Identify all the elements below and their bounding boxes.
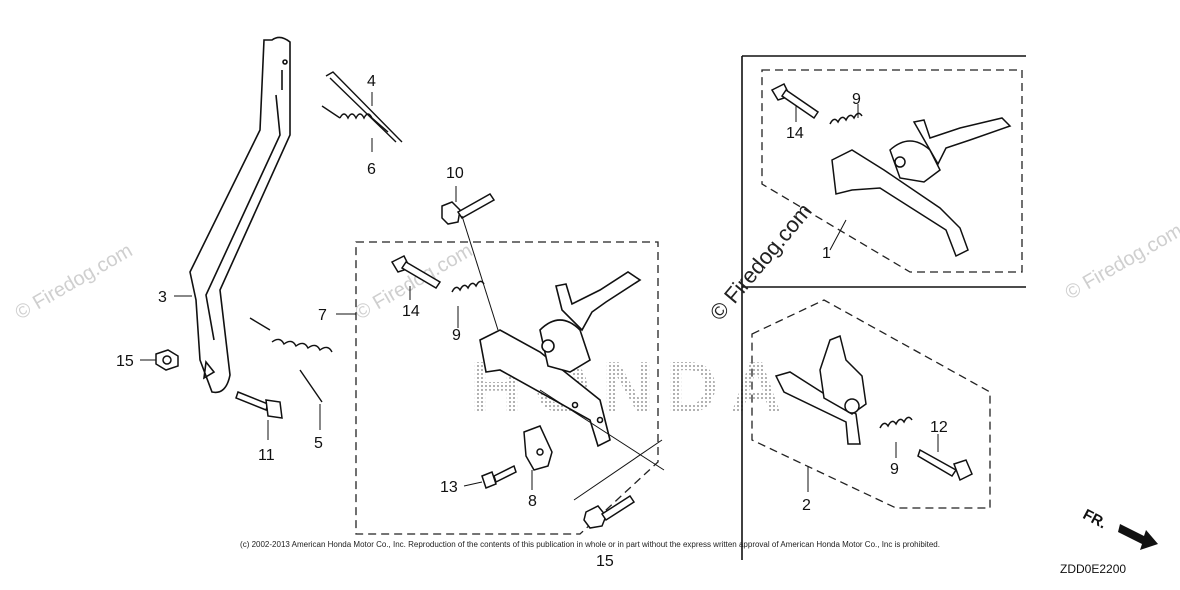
part-8-clip bbox=[523, 425, 553, 471]
diagram-code: ZDD0E2200 bbox=[1060, 562, 1127, 576]
callout-9-center: 9 bbox=[452, 327, 461, 344]
callout-10: 10 bbox=[446, 165, 464, 182]
part-9-spring-right bbox=[829, 112, 863, 125]
guide-line-bracket bbox=[539, 389, 665, 471]
callout-12: 12 bbox=[930, 419, 948, 436]
part-9-spring-lower bbox=[879, 416, 913, 429]
guide-line-bottom bbox=[573, 439, 663, 501]
callout-14-right: 14 bbox=[786, 125, 804, 142]
callout-15-bottom: 15 bbox=[596, 553, 614, 570]
part-11-bolt bbox=[235, 391, 283, 419]
watermark-right: © Firedog.com bbox=[1062, 220, 1180, 305]
callout-9-right: 9 bbox=[852, 91, 861, 108]
callout-13: 13 bbox=[440, 479, 458, 496]
part-6-spring bbox=[321, 105, 389, 133]
callout-9-lower: 9 bbox=[890, 461, 899, 478]
watermark-left: © Firedog.com bbox=[12, 240, 137, 325]
callout-3: 3 bbox=[158, 289, 167, 306]
callout-8: 8 bbox=[528, 493, 537, 510]
callout-7: 7 bbox=[318, 307, 327, 324]
callout-5: 5 bbox=[314, 435, 323, 452]
part-14-bolt-center bbox=[390, 254, 442, 290]
front-direction-arrow-icon bbox=[1118, 524, 1158, 550]
part-7-box bbox=[355, 241, 659, 535]
callout-4: 4 bbox=[367, 73, 376, 90]
part-4-rod bbox=[325, 71, 403, 143]
part-10-bolt bbox=[441, 193, 496, 225]
callout-14-center: 14 bbox=[402, 303, 420, 320]
callout-6: 6 bbox=[367, 161, 376, 178]
part-12-bolt bbox=[917, 448, 973, 482]
part-2-bracket-assembly bbox=[774, 334, 867, 445]
guide-line-10 bbox=[461, 215, 499, 331]
leader-lines bbox=[140, 92, 939, 492]
callout-1: 1 bbox=[822, 245, 831, 262]
right-panel-frame bbox=[741, 55, 1026, 560]
copyright-notice: (c) 2002-2013 American Honda Motor Co., … bbox=[240, 540, 940, 549]
callout-15: 15 bbox=[116, 353, 134, 370]
part-13-screw bbox=[481, 464, 517, 489]
part-14-bolt-right bbox=[770, 82, 820, 120]
callout-11: 11 bbox=[258, 447, 275, 464]
part-3-control-lever bbox=[189, 36, 291, 394]
part-5-spring bbox=[249, 317, 333, 403]
part-15-bolt-bottom bbox=[583, 494, 636, 529]
part-2-box bbox=[751, 299, 991, 509]
part-7-control-base bbox=[479, 271, 642, 448]
part-15-nut bbox=[155, 349, 179, 371]
callout-2: 2 bbox=[802, 497, 811, 514]
part-9-spring-center bbox=[451, 280, 485, 293]
watermark-prominent: © Firedog.com bbox=[705, 198, 817, 325]
part-1-control-assembly bbox=[831, 117, 1012, 258]
